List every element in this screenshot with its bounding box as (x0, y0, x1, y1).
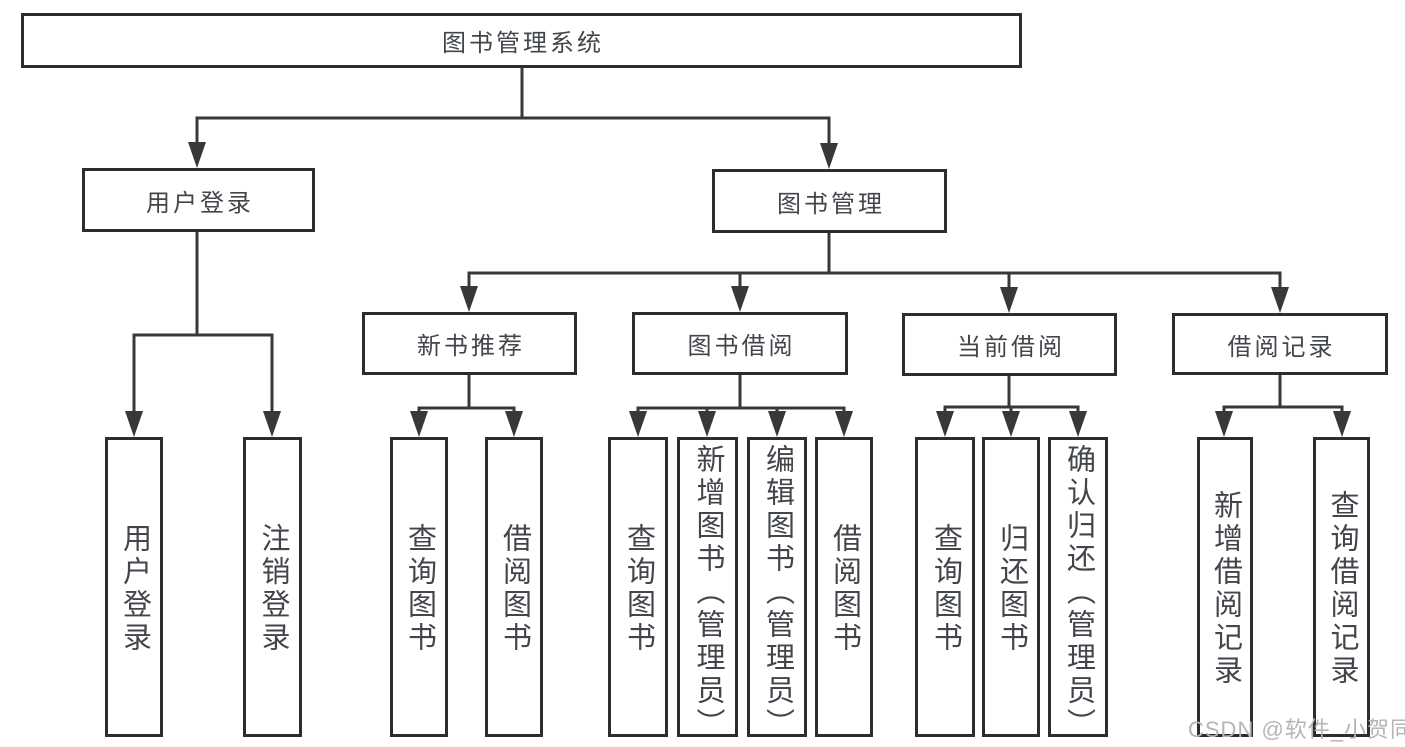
arrowhead-icon (263, 411, 281, 437)
arrowhead-icon (731, 286, 749, 312)
arrowhead-icon (768, 411, 786, 437)
node-leaf-add-borrow-record: 新增借阅记录 (1197, 437, 1253, 737)
connector (1215, 373, 1351, 437)
arrowhead-icon (125, 411, 143, 437)
node-leaf-return-books: 归还图书 (982, 437, 1040, 737)
node-leaf-query-books-current: 查询图书 (915, 437, 975, 737)
arrowhead-icon (505, 411, 523, 437)
arrowhead-icon (460, 286, 478, 312)
arrowhead-icon (936, 411, 954, 437)
node-new-book-recommend: 新书推荐 (362, 312, 577, 375)
connector (125, 230, 281, 437)
connector (629, 373, 853, 437)
node-leaf-query-books-borrowing: 查询图书 (608, 437, 668, 737)
node-leaf-add-books-admin: 新增图书（管理员） (677, 437, 738, 741)
node-current-borrowing: 当前借阅 (902, 313, 1117, 376)
node-book-management: 图书管理 (712, 169, 947, 233)
node-leaf-edit-books-admin: 编辑图书（管理员） (747, 437, 807, 741)
connector (410, 373, 523, 437)
connector (188, 66, 838, 169)
arrowhead-icon (820, 143, 838, 169)
node-leaf-query-borrow-record: 查询借阅记录 (1313, 437, 1370, 737)
arrowhead-icon (1000, 287, 1018, 313)
node-borrowing-records: 借阅记录 (1172, 313, 1388, 375)
arrowhead-icon (1333, 411, 1351, 437)
node-user-login: 用户登录 (82, 168, 315, 232)
arrowhead-icon (188, 142, 206, 168)
connector (460, 231, 1289, 313)
arrowhead-icon (1002, 411, 1020, 437)
node-library-system-root: 图书管理系统 (21, 13, 1022, 68)
arrowhead-icon (1215, 411, 1233, 437)
connector (936, 374, 1087, 437)
node-leaf-user-login: 用户登录 (105, 437, 163, 737)
arrowhead-icon (1069, 411, 1087, 437)
node-leaf-logout: 注销登录 (243, 437, 302, 737)
watermark: CSDN @软件_小贺同学 (1188, 717, 1405, 742)
arrowhead-icon (629, 411, 647, 437)
arrowhead-icon (835, 411, 853, 437)
arrowhead-icon (698, 411, 716, 437)
node-book-borrowing: 图书借阅 (632, 312, 848, 375)
node-leaf-query-books-recommend: 查询图书 (390, 437, 448, 737)
arrowhead-icon (410, 411, 428, 437)
node-leaf-borrow-books-borrowing: 借阅图书 (815, 437, 873, 737)
arrowhead-icon (1271, 287, 1289, 313)
node-leaf-borrow-books-recommend: 借阅图书 (485, 437, 543, 737)
node-leaf-confirm-return-admin: 确认归还（管理员） (1048, 437, 1108, 741)
